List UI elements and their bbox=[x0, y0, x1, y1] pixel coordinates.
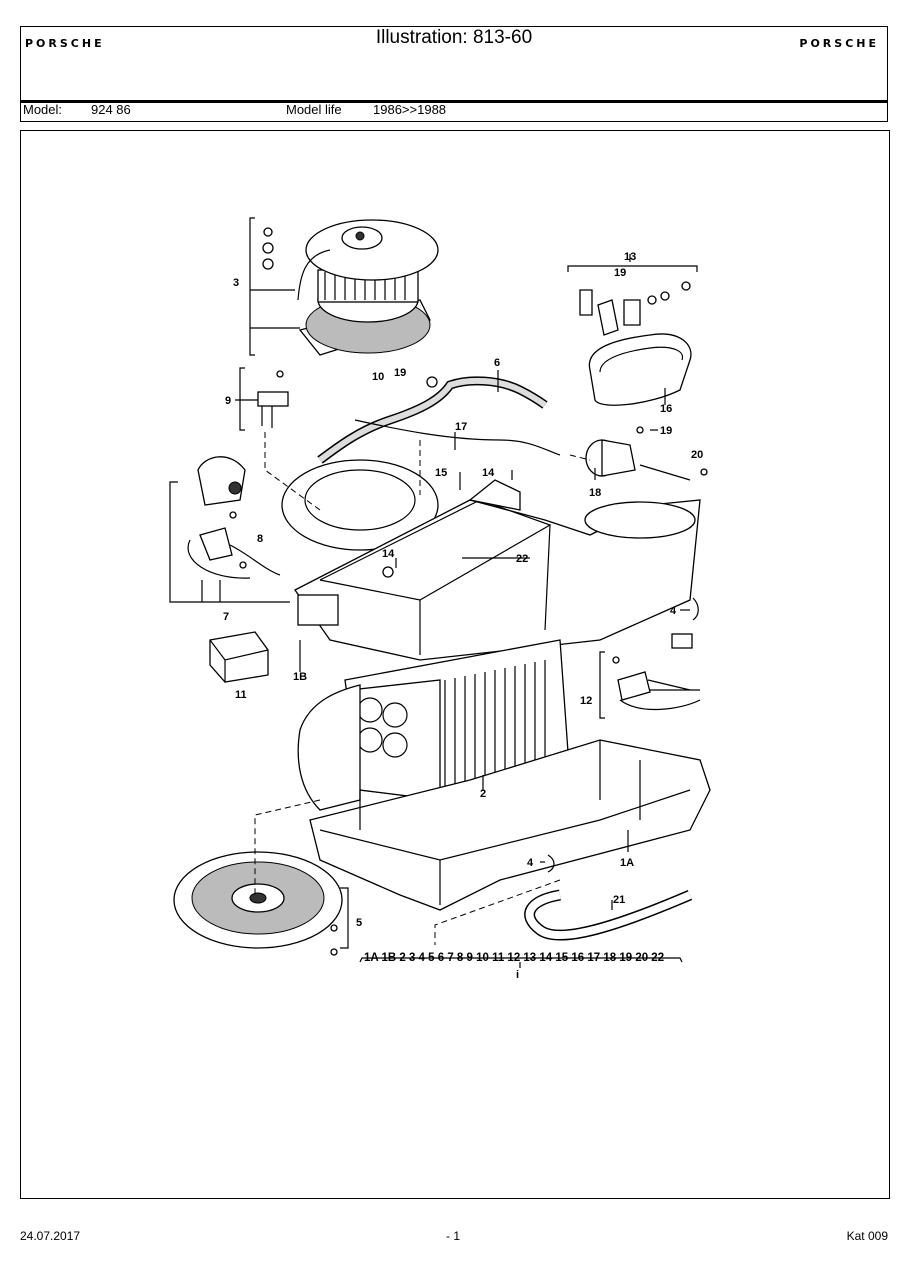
upper-housing-drawing bbox=[281, 459, 701, 661]
callout-1a: 1A bbox=[620, 857, 634, 869]
actuator-drawing bbox=[585, 426, 708, 481]
callout-5: 5 bbox=[356, 917, 362, 929]
footer-page: - 1 bbox=[446, 1229, 461, 1243]
callout-20: 20 bbox=[691, 449, 703, 461]
assembly-lines bbox=[254, 432, 591, 945]
callout-17: 17 bbox=[455, 421, 467, 433]
drain-hose-drawing bbox=[524, 889, 693, 941]
heater-core-drawing bbox=[297, 639, 571, 811]
model-label: Model: bbox=[23, 102, 63, 117]
porsche-logo-right: PORSCHE bbox=[799, 37, 879, 50]
filter-insert-drawing bbox=[209, 631, 269, 683]
callout-15: 15 bbox=[435, 467, 447, 479]
switch-drawing bbox=[169, 456, 290, 603]
parts-index-list: 1A 1B 2 3 4 5 6 7 8 9 10 11 12 13 14 15 … bbox=[364, 952, 664, 964]
callout-14b: 14 bbox=[382, 548, 395, 560]
callout-19a: 19 bbox=[394, 367, 406, 379]
callout-22: 22 bbox=[516, 553, 528, 565]
brackets-drawing bbox=[567, 265, 698, 336]
blower-motor-drawing bbox=[249, 217, 439, 356]
callout-7: 7 bbox=[223, 611, 229, 623]
callout-10: 10 bbox=[372, 371, 384, 383]
hoses-drawing bbox=[317, 376, 561, 464]
callout-12: 12 bbox=[580, 695, 592, 707]
model-life-value: 1986>>1988 bbox=[373, 102, 447, 117]
callout-1b: 1B bbox=[293, 671, 307, 683]
callout-4b: 4 bbox=[527, 857, 534, 869]
callout-6: 6 bbox=[494, 357, 500, 369]
model-value: 924 86 bbox=[91, 102, 131, 117]
footer-date: 24.07.2017 bbox=[20, 1229, 81, 1243]
page-title: Illustration: 813-60 bbox=[375, 27, 533, 48]
header-divider bbox=[21, 100, 887, 103]
callout-19b: 19 bbox=[614, 267, 626, 279]
callout-4a: 4 bbox=[670, 605, 677, 617]
illustration-frame bbox=[20, 130, 890, 1199]
clips-drawing bbox=[547, 597, 699, 873]
callout-19c: 19 bbox=[660, 425, 672, 437]
leader-lines bbox=[299, 254, 690, 968]
callout-labels: 3 9 10 19 6 17 15 14 14 22 8 7 11 1B 2 1… bbox=[223, 251, 703, 981]
footer-catalog: Kat 009 bbox=[846, 1229, 888, 1243]
bracket-drawing bbox=[235, 367, 289, 431]
porsche-logo-left: PORSCHE bbox=[25, 37, 105, 50]
callout-11: 11 bbox=[235, 689, 247, 701]
callout-18: 18 bbox=[589, 487, 601, 499]
resistor-drawing bbox=[599, 633, 701, 719]
header-box: PORSCHE Illustration: 813-60 PORSCHE Mod… bbox=[20, 26, 888, 122]
cover-drawing bbox=[173, 851, 349, 956]
callout-9: 9 bbox=[225, 395, 231, 407]
callout-13: 13 bbox=[624, 251, 636, 263]
callout-2: 2 bbox=[480, 788, 486, 800]
callout-14a: 14 bbox=[482, 467, 495, 479]
lower-housing-drawing bbox=[309, 739, 711, 911]
model-life-label: Model life bbox=[286, 102, 342, 117]
callout-8: 8 bbox=[257, 533, 263, 545]
callout-3: 3 bbox=[233, 277, 239, 289]
callout-16: 16 bbox=[660, 403, 672, 415]
callout-21: 21 bbox=[613, 894, 625, 906]
filter-drawing bbox=[588, 333, 692, 406]
parts-index-marker: i bbox=[516, 969, 519, 981]
